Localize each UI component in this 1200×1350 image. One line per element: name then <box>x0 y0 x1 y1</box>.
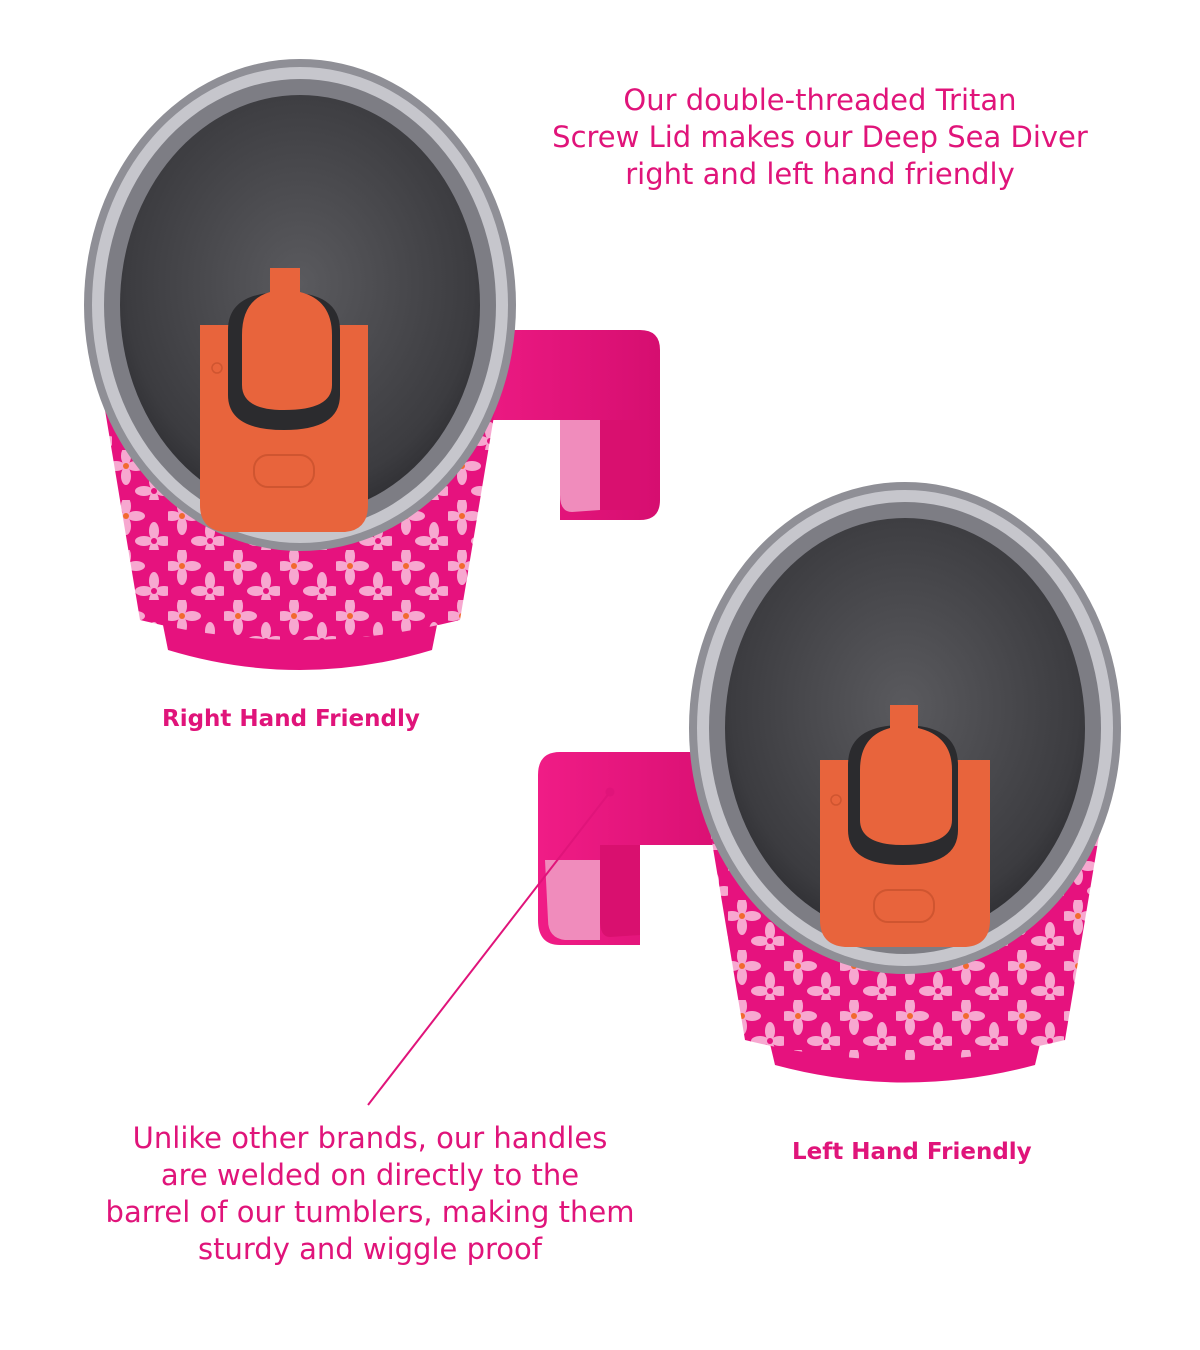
caption-line: right and left hand friendly <box>625 157 1015 191</box>
callout-dot <box>605 787 615 797</box>
handle-left <box>538 752 750 945</box>
lid-tab <box>820 705 990 947</box>
caption-line: Screw Lid makes our Deep Sea Diver <box>552 120 1088 154</box>
caption-line: are welded on directly to the <box>160 1158 580 1192</box>
caption-line: Unlike other brands, our handles <box>132 1121 608 1155</box>
left-hand-label: Left Hand Friendly <box>792 1139 1032 1165</box>
tumbler-right-hand <box>84 59 660 670</box>
caption-line: sturdy and wiggle proof <box>198 1232 542 1266</box>
handle-feature-caption: Unlike other brands, our handles are wel… <box>70 1120 670 1268</box>
tumbler-left-hand <box>538 482 1121 1083</box>
right-hand-label: Right Hand Friendly <box>162 706 420 732</box>
callout-line <box>367 791 611 1106</box>
lid-feature-caption: Our double-threaded Tritan Screw Lid mak… <box>500 82 1140 193</box>
lid-tab <box>200 268 368 532</box>
caption-line: Our double-threaded Tritan <box>623 83 1017 117</box>
caption-line: barrel of our tumblers, making them <box>105 1195 635 1229</box>
